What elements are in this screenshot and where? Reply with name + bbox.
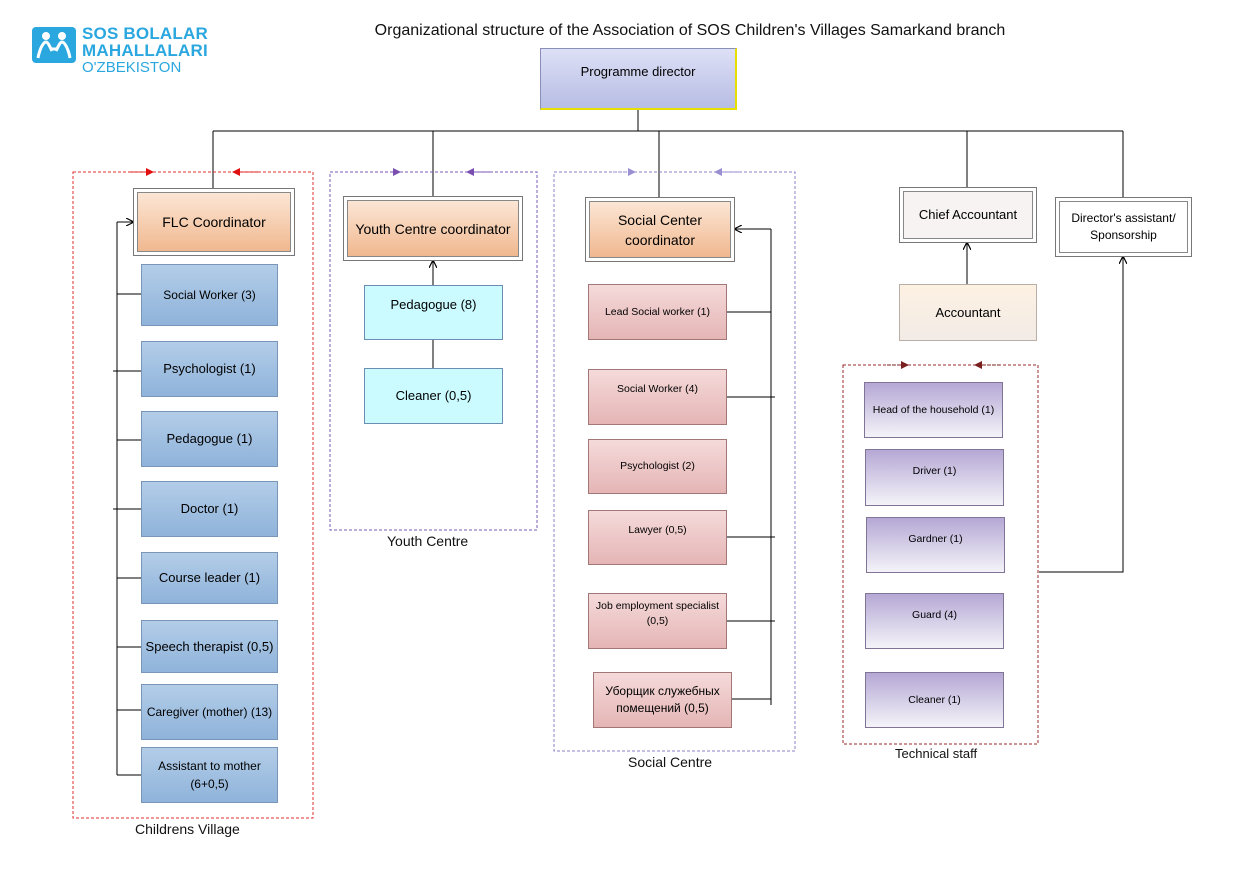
ts-staff-head-of-household: Head of the household (1) — [864, 382, 1003, 438]
sc-staff-psychologist: Psychologist (2) — [588, 439, 727, 494]
cv-staff-doctor: Doctor (1) — [141, 481, 278, 537]
chief-accountant-label: Chief Accountant — [903, 191, 1033, 239]
social-centre-label: Social Centre — [628, 754, 713, 770]
flc-coordinator-box: FLC Coordinator — [133, 188, 295, 256]
social-center-coordinator-box: Social Center coordinator — [585, 197, 735, 262]
technical-staff-label: Technical staff — [895, 746, 978, 761]
cv-staff-caregiver: Caregiver (mother) (13) — [141, 684, 278, 740]
sc-staff-job-employment-specialist: Job employment specialist (0,5) — [588, 593, 727, 649]
social-center-coordinator-label: Social Center coordinator — [589, 201, 731, 258]
ts-staff-guard: Guard (4) — [865, 593, 1004, 649]
flc-coordinator-label: FLC Coordinator — [137, 192, 291, 252]
directors-assistant-label: Director's assistant/ Sponsorship — [1059, 201, 1188, 253]
sc-staff-lawyer: Lawyer (0,5) — [588, 510, 727, 565]
sos-logo: SOS BOLALAR MAHALLALARI O'ZBEKISTON — [30, 25, 230, 85]
accountant-box: Accountant — [899, 284, 1037, 341]
cv-staff-assistant-to-mother: Assistant to mother (6+0,5) — [141, 747, 278, 803]
sc-staff-cleaner: Уборщик служебных помещений (0,5) — [593, 672, 732, 728]
sc-staff-lead-social-worker: Lead Social worker (1) — [588, 284, 727, 340]
programme-director-box: Programme director — [540, 48, 737, 110]
yc-staff-pedagogue: Pedagogue (8) — [364, 285, 503, 340]
youth-centre-label: Youth Centre — [387, 533, 469, 549]
cv-staff-speech-therapist: Speech therapist (0,5) — [141, 620, 278, 673]
youth-centre-coordinator-box: Youth Centre coordinator — [343, 196, 523, 261]
logo-line-2: MAHALLALARI — [82, 41, 208, 60]
directors-assistant-box: Director's assistant/ Sponsorship — [1055, 197, 1192, 257]
cv-staff-social-worker: Social Worker (3) — [141, 264, 278, 326]
ts-staff-driver: Driver (1) — [865, 449, 1004, 506]
ts-staff-gardner: Gardner (1) — [866, 517, 1005, 573]
sos-children-logo-icon — [32, 27, 76, 63]
chief-accountant-box: Chief Accountant — [899, 187, 1037, 243]
cv-staff-course-leader: Course leader (1) — [141, 552, 278, 604]
youth-centre-coordinator-label: Youth Centre coordinator — [347, 200, 519, 257]
logo-line-3: O'ZBEKISTON — [82, 59, 182, 76]
logo-line-1: SOS BOLALAR — [82, 24, 208, 43]
ts-staff-cleaner: Cleaner (1) — [865, 672, 1004, 728]
yc-staff-cleaner: Cleaner (0,5) — [364, 368, 503, 424]
childrens-village-label: Childrens Village — [135, 821, 240, 837]
programme-director-label: Programme director — [580, 64, 696, 79]
page-title: Organizational structure of the Associat… — [374, 22, 1006, 39]
sc-staff-social-worker: Social Worker (4) — [588, 369, 727, 425]
cv-staff-pedagogue: Pedagogue (1) — [141, 411, 278, 467]
cv-staff-psychologist: Psychologist (1) — [141, 341, 278, 397]
